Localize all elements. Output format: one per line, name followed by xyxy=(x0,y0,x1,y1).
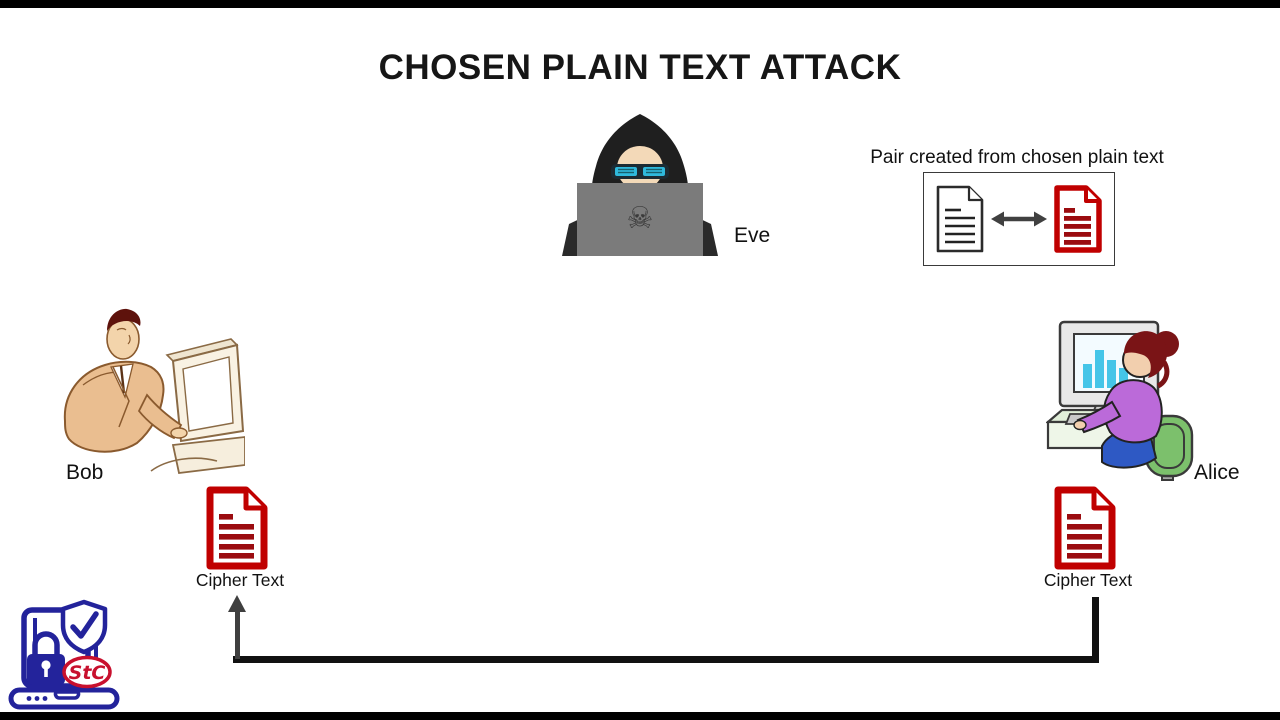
stc-monogram: StC xyxy=(69,662,106,684)
bob-cipher-document xyxy=(204,486,270,570)
alice-hand xyxy=(1073,419,1087,431)
cipher-document-icon xyxy=(1054,486,1116,570)
pair-box xyxy=(923,172,1115,266)
alice-arm xyxy=(1076,400,1122,434)
security-logo: StC xyxy=(8,598,120,714)
hacker-icon: ☠ xyxy=(562,114,718,256)
cybersecurity-logo-icon: StC xyxy=(8,599,120,710)
connector-horizontal xyxy=(233,656,1099,663)
bob-arm xyxy=(137,393,183,440)
letterbox-top xyxy=(0,0,1280,8)
alice-label: Alice xyxy=(1194,461,1240,484)
alice-cipher-label: Cipher Text xyxy=(1043,570,1133,590)
checkmark-icon xyxy=(70,611,99,639)
alice-illustration xyxy=(1046,318,1208,482)
alice-at-computer-icon xyxy=(1046,320,1194,481)
bar-chart-screen xyxy=(1083,350,1128,388)
keyboard-tray xyxy=(171,436,245,474)
sunglasses-icon xyxy=(611,164,669,179)
plain-document-icon xyxy=(936,185,984,253)
bob-label: Bob xyxy=(66,461,104,484)
eve-label: Eve xyxy=(734,224,771,247)
bob-at-computer-icon xyxy=(63,308,245,474)
stc-emblem: StC xyxy=(62,655,112,689)
bob-suit xyxy=(63,360,165,453)
hacker-eve-illustration: ☠ xyxy=(556,112,724,256)
alice-cipher-document xyxy=(1052,486,1118,570)
connector-vertical-right xyxy=(1092,597,1099,663)
double-arrow-icon xyxy=(991,211,1047,227)
letterbox-bottom xyxy=(0,712,1280,720)
bob-cipher-label: Cipher Text xyxy=(195,570,285,590)
bob-illustration xyxy=(55,303,245,481)
skull-icon: ☠ xyxy=(627,201,654,236)
page-title: CHOSEN PLAIN TEXT ATTACK xyxy=(378,48,902,87)
cipher-document-icon xyxy=(206,486,268,570)
alice-hair xyxy=(1124,331,1168,378)
padlock-shackle xyxy=(32,631,60,654)
bob-hand xyxy=(170,427,188,439)
laptop-lid xyxy=(577,183,703,256)
connector-arrowhead-up-icon xyxy=(228,595,246,612)
connector-vertical-left xyxy=(235,611,240,659)
pair-caption: Pair created from chosen plain text xyxy=(870,147,1164,168)
cipher-document-icon xyxy=(1054,185,1102,253)
bob-hair xyxy=(107,308,141,331)
